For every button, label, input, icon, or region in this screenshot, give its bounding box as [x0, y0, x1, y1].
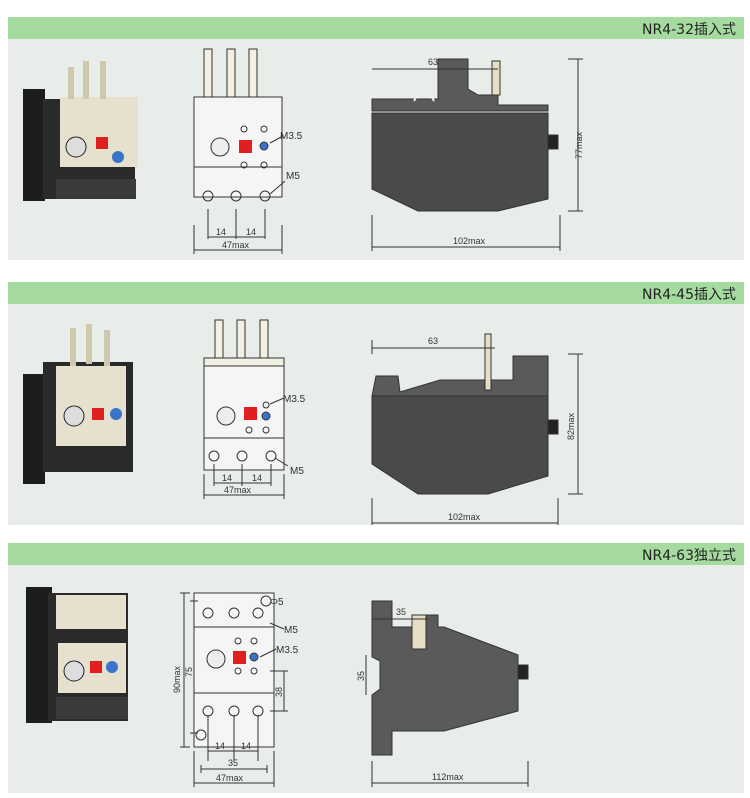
- product-photo: [23, 324, 133, 484]
- side-view: [371, 333, 583, 530]
- section-panel: M3.5 M5 14 14 47max 63 102max: [8, 39, 744, 260]
- drawings-nr4-32: M3.5 M5 14 14 47max 63 102max: [23, 48, 584, 254]
- section-nr4-32: NR4-32插入式: [8, 17, 744, 260]
- dim-14a: 14: [215, 741, 225, 751]
- label-m35: M3.5: [276, 645, 299, 656]
- dim-35: 35: [228, 758, 238, 768]
- dim-height-inner: 75: [184, 667, 194, 677]
- section-header-band: NR4-63独立式: [8, 543, 744, 565]
- side-view: [365, 600, 529, 787]
- product-photo: [26, 587, 128, 723]
- dim-top: 35: [396, 607, 406, 617]
- dim-width: 47max: [224, 485, 252, 495]
- label-m35: M3.5: [283, 394, 306, 405]
- label-m5: M5: [284, 625, 298, 636]
- front-view: [203, 319, 289, 499]
- label-m5: M5: [290, 466, 304, 477]
- drawings-nr4-63: Φ5 M5 M3.5 90max 75 38 14 14 35 47max 35…: [26, 587, 529, 787]
- dim-height: 77max: [574, 131, 584, 159]
- dim-side: 35: [356, 671, 366, 681]
- label-phi5: Φ5: [270, 597, 284, 608]
- dim-top: 63: [428, 336, 438, 346]
- section-panel: Φ5 M5 M3.5 90max 75 38 14 14 35 47max 35…: [8, 565, 744, 793]
- product-photo: [23, 61, 138, 201]
- section-title: NR4-45插入式: [642, 287, 736, 303]
- dim-14b: 14: [252, 473, 262, 483]
- front-view: [193, 48, 286, 254]
- section-panel: M3.5 M5 14 14 47max 63 102max 82max: [8, 304, 744, 530]
- section-nr4-63: NR4-63独立式: [8, 543, 744, 793]
- section-title: NR4-32插入式: [642, 22, 736, 38]
- label-m35: M3.5: [280, 131, 303, 142]
- side-view: [371, 58, 583, 251]
- dim-height: 82max: [566, 412, 576, 440]
- dim-length: 102max: [448, 512, 481, 522]
- dim-width: 47max: [222, 240, 250, 250]
- front-view: [180, 592, 288, 787]
- section-header-band: NR4-32插入式: [8, 17, 744, 39]
- dim-14b: 14: [241, 741, 251, 751]
- dim-14b: 14: [246, 227, 256, 237]
- dim-38: 38: [274, 687, 284, 697]
- section-title: NR4-63独立式: [642, 548, 736, 564]
- section-nr4-45: NR4-45插入式: [8, 282, 744, 530]
- dim-width: 47max: [216, 773, 244, 783]
- dim-14a: 14: [216, 227, 226, 237]
- dim-top: 63: [428, 57, 438, 67]
- dim-length: 112max: [432, 772, 464, 782]
- dim-length: 102max: [453, 236, 486, 246]
- dim-height-outer: 90max: [172, 665, 182, 693]
- dim-14a: 14: [222, 473, 232, 483]
- section-header-band: NR4-45插入式: [8, 282, 744, 304]
- drawings-nr4-45: M3.5 M5 14 14 47max 63 102max 82max: [23, 319, 583, 530]
- label-m5: M5: [286, 171, 300, 182]
